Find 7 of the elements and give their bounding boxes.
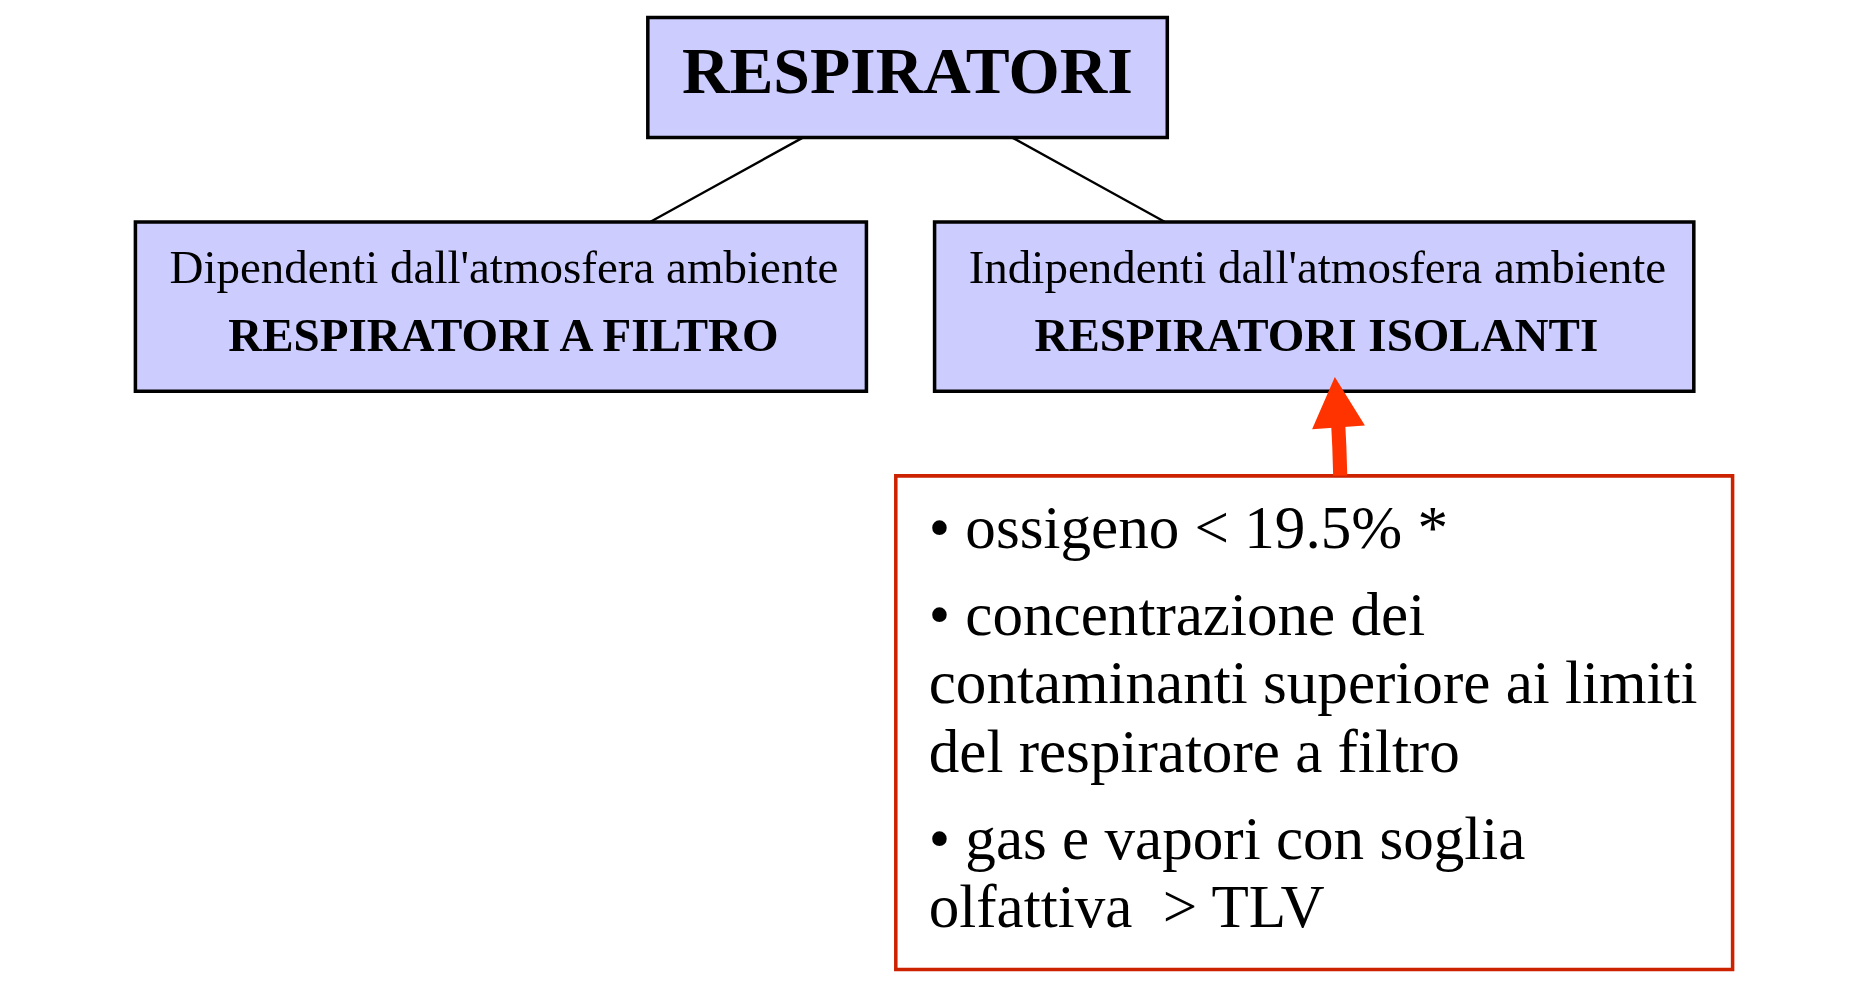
arrow <box>1311 377 1365 476</box>
connector <box>649 136 803 223</box>
node-box: RESPIRATORI <box>645 15 1169 140</box>
node-box: • ossigeno < 19.5% * • concentrazione dei contaminanti superiore ai limiti del respiratore a filtro • gas e vapori con soglia olfattiva > TLV <box>893 474 1734 972</box>
node-box: Indipendenti dall'atmosfera ambiente RESPIRATORI ISOLANTI <box>932 220 1696 393</box>
connector <box>1011 136 1165 223</box>
node-box: Dipendenti dall'atmosfera ambiente RESPIRATORI A FILTRO <box>133 220 868 393</box>
